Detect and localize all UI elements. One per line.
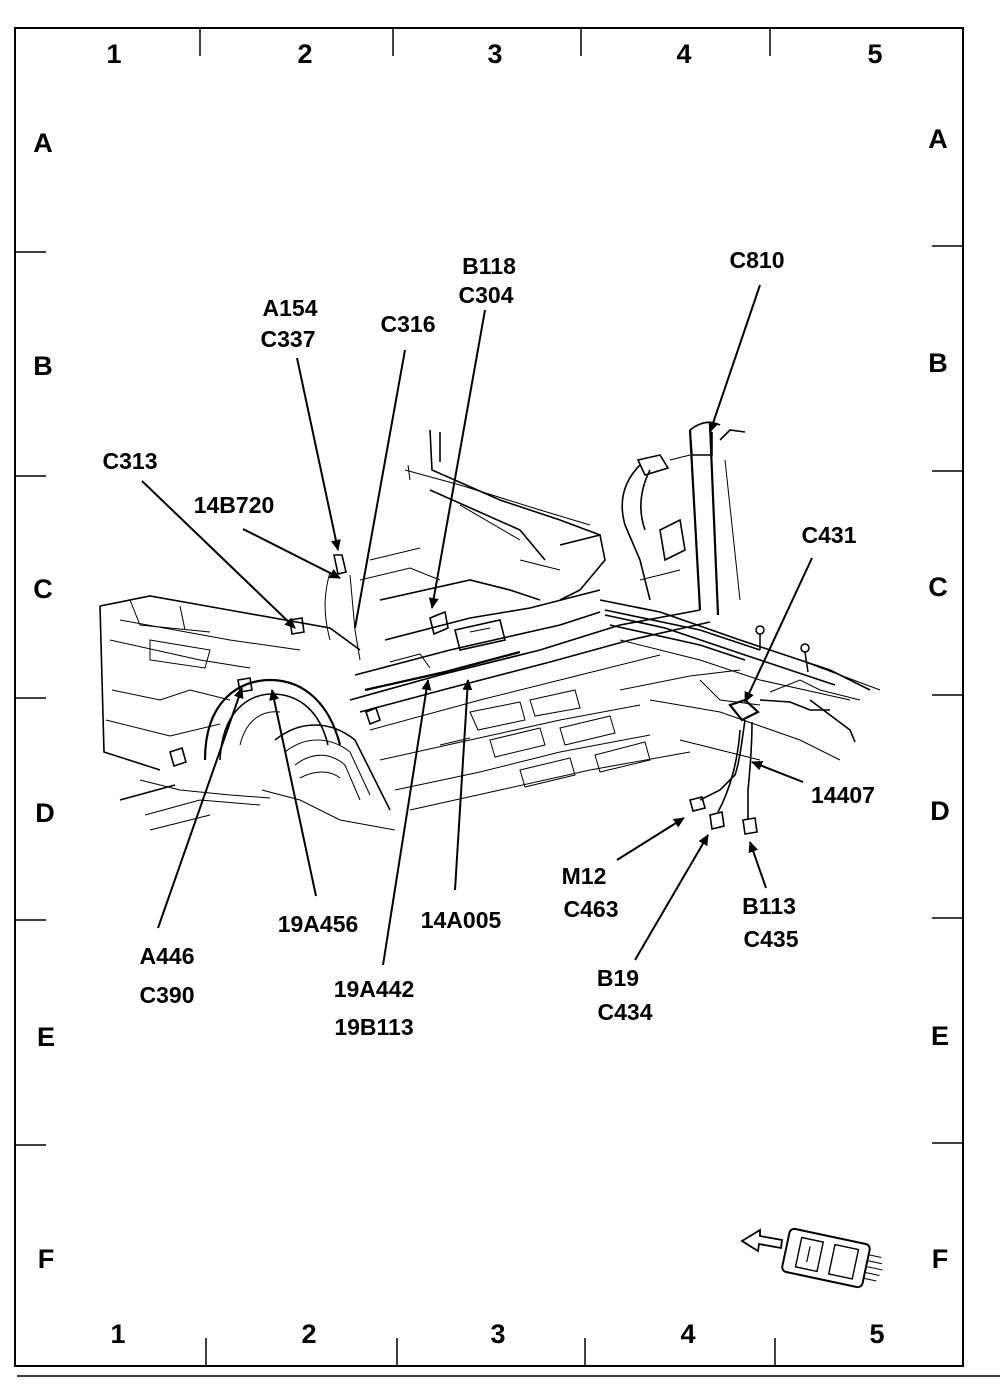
grid-col-5-bottom: 5 bbox=[869, 1319, 884, 1349]
leader-c810 bbox=[708, 284, 761, 433]
callout-19a442: 19A442 bbox=[334, 976, 415, 1002]
grid-row-d-left: D bbox=[35, 798, 55, 828]
grid-column-labels-bottom: 1 2 3 4 5 bbox=[110, 1319, 884, 1349]
callout-b118: B118 bbox=[462, 253, 516, 279]
leader-19a456 bbox=[269, 689, 317, 897]
leader-14407 bbox=[751, 760, 804, 783]
leader-c316 bbox=[354, 349, 406, 629]
callout-c463: C463 bbox=[564, 896, 619, 922]
grid-col-5-top: 5 bbox=[867, 39, 882, 69]
grid-row-b-right: B bbox=[928, 348, 948, 378]
callout-14407: 14407 bbox=[811, 782, 875, 808]
vehicle-floor-illustration bbox=[99, 421, 881, 835]
grid-col-4-top: 4 bbox=[676, 39, 691, 69]
grid-row-labels-left: A B C D E F bbox=[33, 128, 55, 1274]
grid-column-labels-top: 1 2 3 4 5 bbox=[106, 39, 882, 69]
callout-c313: C313 bbox=[103, 448, 158, 474]
grid-row-a-right: A bbox=[928, 124, 948, 154]
callout-labels: B118 C304 C810 A154 C337 C316 C313 14B72… bbox=[103, 247, 875, 1040]
callout-a154: A154 bbox=[263, 295, 318, 321]
callout-leaders bbox=[141, 284, 813, 966]
vehicle-direction-arrow-icon bbox=[740, 1227, 883, 1289]
leader-m12 bbox=[616, 817, 685, 861]
callout-19b113: 19B113 bbox=[334, 1014, 413, 1040]
leader-19a442 bbox=[382, 679, 432, 966]
grid-row-d-right: D bbox=[930, 796, 950, 826]
leader-a446 bbox=[157, 687, 244, 929]
grid-col-3-bottom: 3 bbox=[490, 1319, 505, 1349]
callout-c435: C435 bbox=[744, 926, 799, 952]
leader-c431 bbox=[744, 557, 813, 703]
grid-row-f-right: F bbox=[932, 1244, 949, 1274]
callout-b113: B113 bbox=[742, 893, 796, 919]
callout-m12: M12 bbox=[562, 863, 607, 889]
grid-col-3-top: 3 bbox=[487, 39, 502, 69]
grid-row-c-right: C bbox=[928, 572, 948, 602]
leader-b118 bbox=[428, 309, 486, 609]
grid-row-e-left: E bbox=[37, 1022, 55, 1052]
grid-row-a-left: A bbox=[33, 128, 53, 158]
grid-row-f-left: F bbox=[38, 1244, 55, 1274]
callout-19a456: 19A456 bbox=[278, 911, 359, 937]
callout-c304: C304 bbox=[459, 282, 514, 308]
grid-row-e-right: E bbox=[931, 1021, 949, 1051]
grid-col-1-top: 1 bbox=[106, 39, 121, 69]
callout-14a005: 14A005 bbox=[421, 907, 502, 933]
grid-col-1-bottom: 1 bbox=[110, 1319, 125, 1349]
leader-c313 bbox=[141, 480, 296, 629]
callout-c316: C316 bbox=[381, 311, 436, 337]
callout-c434: C434 bbox=[598, 999, 653, 1025]
grid-col-4-bottom: 4 bbox=[680, 1319, 695, 1349]
callout-c810: C810 bbox=[730, 247, 785, 273]
grid-col-2-bottom: 2 bbox=[301, 1319, 316, 1349]
callout-b19: B19 bbox=[597, 965, 639, 991]
grid-row-c-left: C bbox=[33, 574, 53, 604]
leader-b19 bbox=[634, 834, 709, 961]
grid-row-labels-right: A B C D E F bbox=[928, 124, 950, 1274]
callout-14b720: 14B720 bbox=[194, 492, 275, 518]
leader-a154 bbox=[296, 357, 341, 551]
leader-b113 bbox=[748, 841, 767, 889]
callout-c337: C337 bbox=[261, 326, 316, 352]
callout-c431: C431 bbox=[802, 522, 857, 548]
grid-row-b-left: B bbox=[33, 351, 53, 381]
grid-col-2-top: 2 bbox=[297, 39, 312, 69]
callout-a446: A446 bbox=[140, 943, 195, 969]
leader-14a005 bbox=[454, 679, 473, 891]
callout-c390: C390 bbox=[140, 982, 195, 1008]
page-frame bbox=[14, 27, 1000, 1377]
leader-14b720 bbox=[242, 528, 341, 579]
